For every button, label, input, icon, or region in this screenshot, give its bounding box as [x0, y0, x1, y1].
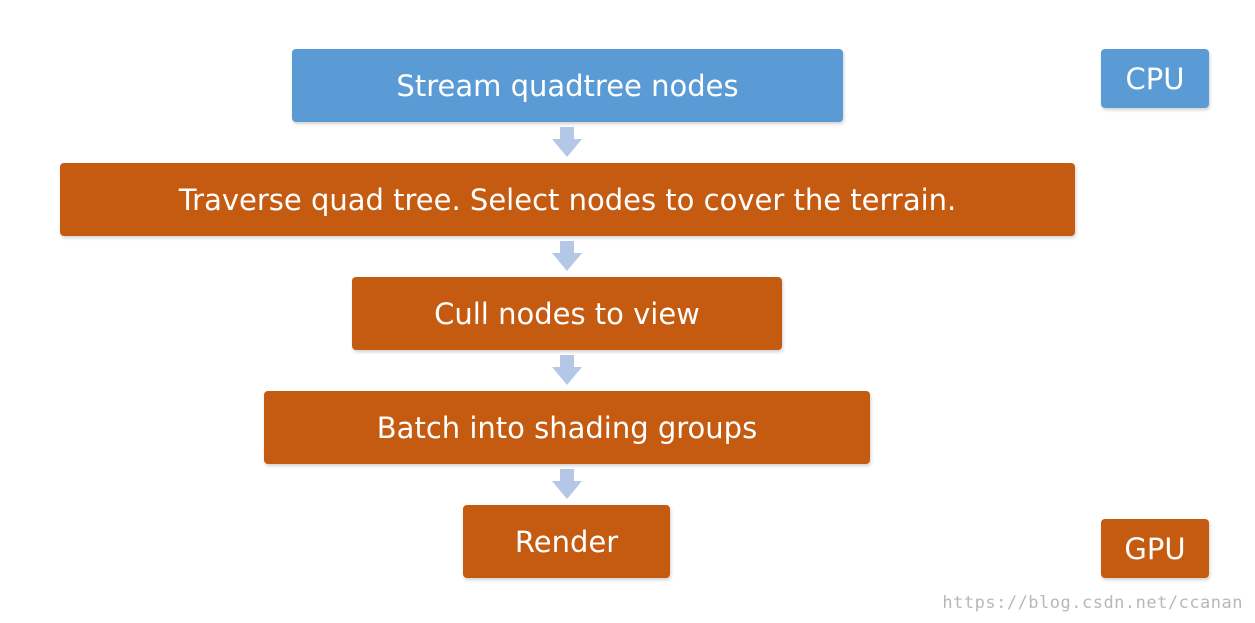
gpu-label: GPU	[1101, 519, 1209, 578]
down-arrow-icon	[552, 127, 582, 157]
cpu-label: CPU	[1101, 49, 1209, 108]
down-arrow-icon	[552, 355, 582, 385]
step-cull-nodes: Cull nodes to view	[352, 277, 782, 350]
step-label: Render	[514, 524, 619, 559]
gpu-label-text: GPU	[1124, 531, 1186, 566]
down-arrow-icon	[552, 469, 582, 499]
watermark: https://blog.csdn.net/ccanan	[942, 593, 1243, 613]
step-render: Render	[463, 505, 670, 578]
step-label: Stream quadtree nodes	[396, 68, 739, 103]
cpu-label-text: CPU	[1125, 61, 1185, 96]
down-arrow-icon	[552, 241, 582, 271]
step-batch-shading-groups: Batch into shading groups	[264, 391, 870, 464]
step-label: Batch into shading groups	[376, 410, 758, 445]
step-label: Traverse quad tree. Select nodes to cove…	[178, 182, 957, 217]
step-stream-quadtree-nodes: Stream quadtree nodes	[292, 49, 843, 122]
step-label: Cull nodes to view	[434, 296, 700, 331]
step-traverse-quad-tree: Traverse quad tree. Select nodes to cove…	[60, 163, 1075, 236]
